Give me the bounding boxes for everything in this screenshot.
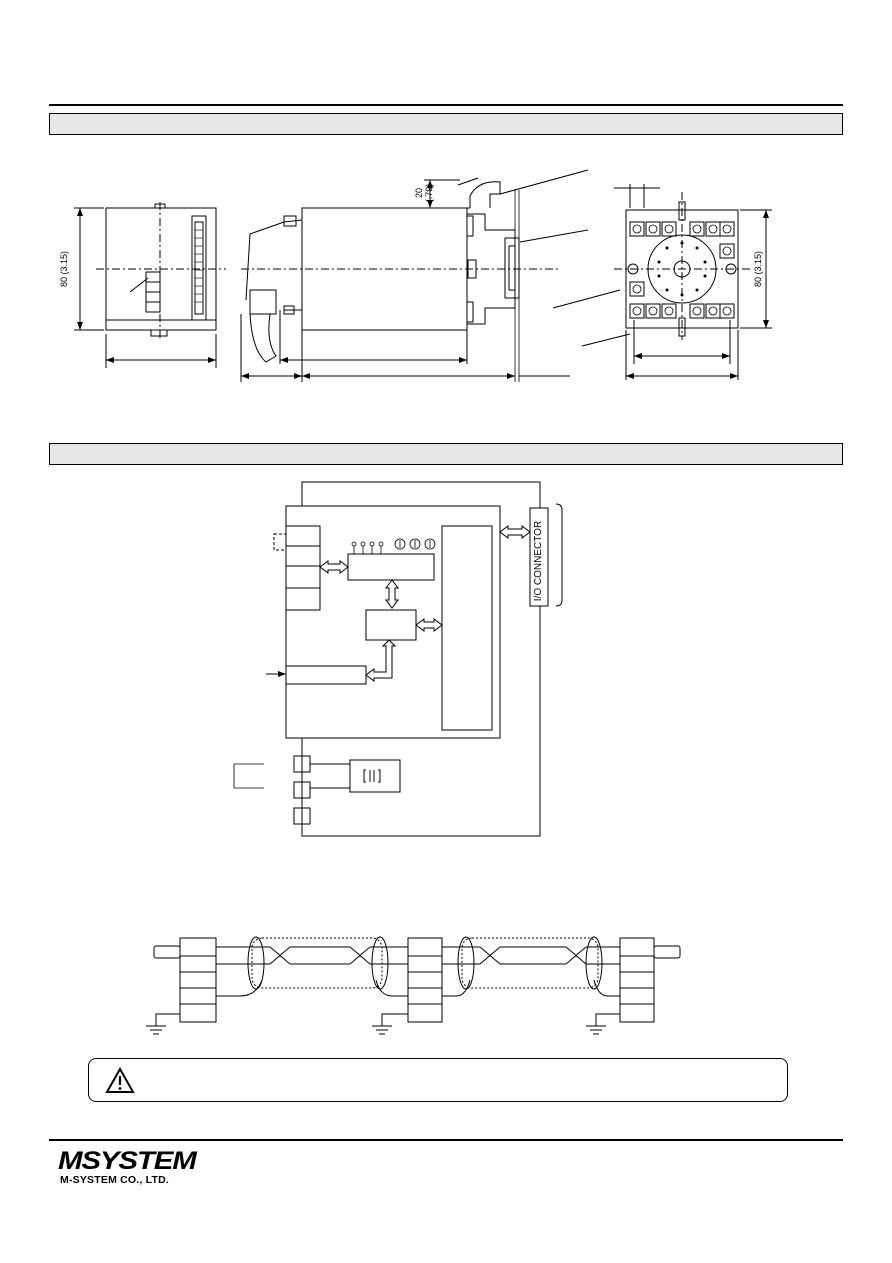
section-bar-schematic xyxy=(49,443,843,465)
socket-height-dimension: 80 (3.15) xyxy=(753,250,763,288)
dimension-drawings xyxy=(74,169,772,382)
top-offset-inch: (.79) xyxy=(424,183,434,203)
side-view xyxy=(240,169,631,382)
caution-box xyxy=(88,1058,788,1102)
company-name: M-SYSTEM CO., LTD. xyxy=(60,1174,169,1186)
warning-icon xyxy=(105,1066,135,1093)
io-connector-label: I/O CONNECTOR xyxy=(533,520,544,602)
footer-rule xyxy=(49,1139,843,1141)
logo-mark: MSYSTEM xyxy=(58,1147,197,1175)
socket-view xyxy=(614,184,772,380)
company-logo: MSYSTEM M-SYSTEM CO., LTD. xyxy=(58,1149,198,1189)
block-diagram xyxy=(233,481,563,837)
wiring-diagram xyxy=(146,936,681,1035)
front-view xyxy=(74,202,226,368)
top-offset-dimension: 20 xyxy=(414,188,424,199)
top-rule xyxy=(49,104,843,106)
section-bar-dimensions xyxy=(49,113,843,135)
front-height-dimension: 80 (3.15) xyxy=(59,250,69,288)
